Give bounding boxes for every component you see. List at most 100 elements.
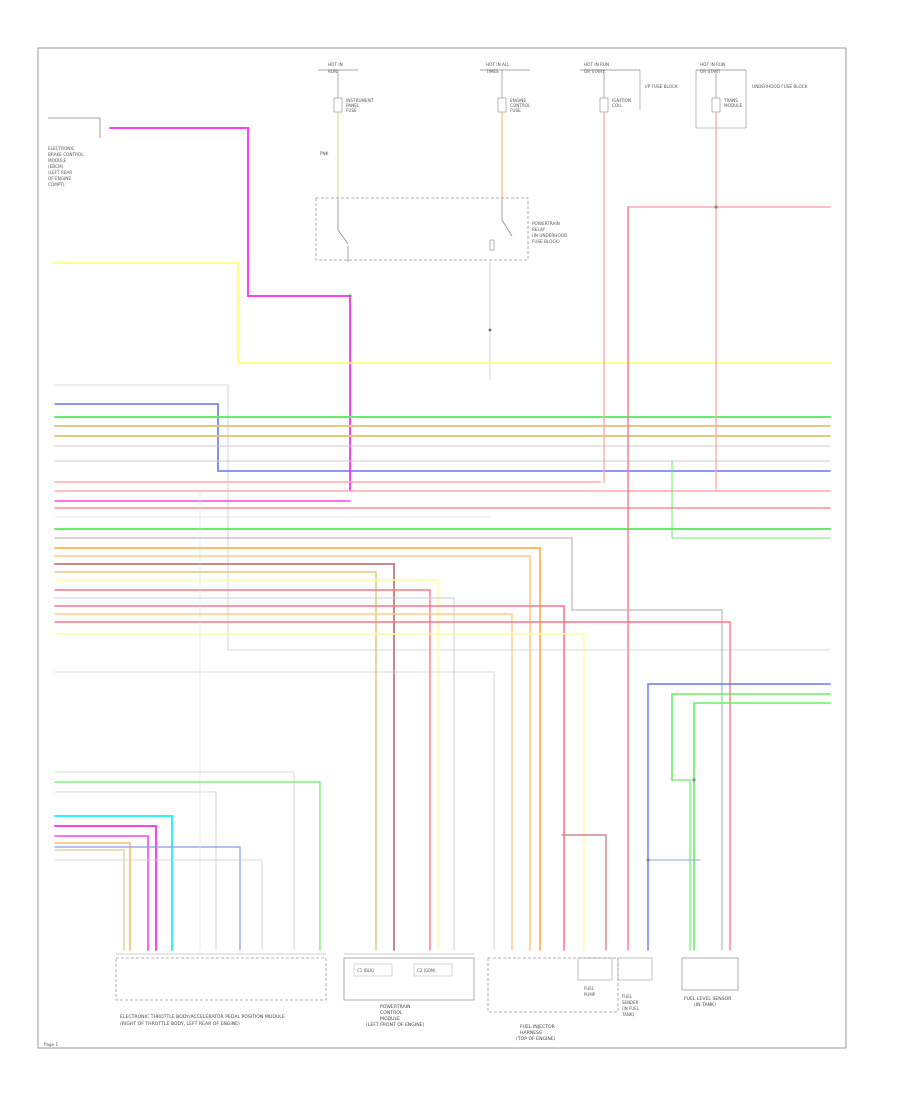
fuse-2-l3: FUSE	[510, 108, 521, 113]
wire-gray-5	[54, 671, 495, 951]
supply-4-line2: OR START	[700, 69, 721, 74]
fuse-block-note-1: I/P FUSE BLOCK	[645, 84, 678, 89]
fuel-pump-label-2: PUMP	[584, 992, 596, 997]
fuse-1-l1: INSTRUMENT	[346, 98, 374, 103]
pcm-label-4: (LEFT FRONT OF ENGINE)	[366, 1022, 425, 1028]
supply-1-line1: HOT IN	[328, 62, 343, 67]
page-label: Page 1	[44, 1042, 58, 1047]
wire-gray-3	[54, 537, 723, 951]
fuse-block-note-2: UNDERHOOD FUSE BLOCK	[752, 84, 808, 89]
ebcm-connector: ELECTRONIC BRAKE CONTROL MODULE (EBCM) (…	[48, 117, 101, 187]
wire-tan-3	[54, 571, 377, 951]
wire-gray-4	[54, 597, 455, 951]
wire-pink-4	[54, 605, 565, 951]
relay-label-4: FUSE BLOCK)	[532, 239, 560, 244]
supply-2-line1: HOT IN ALL	[486, 62, 510, 67]
ebcm-label-6: OF ENGINE	[48, 176, 71, 181]
pcm-conn-b: C2 (GRN)	[417, 968, 436, 973]
fuel-sender-label-4: TANK)	[621, 1012, 634, 1017]
wire-yellow-2	[54, 579, 439, 951]
fuel-sender-label-3: (IN FUEL	[622, 1006, 640, 1011]
wire-gray-bracket	[54, 384, 831, 651]
ebcm-label-5: (LEFT REAR	[48, 170, 72, 175]
wire-gray-sg1	[54, 771, 295, 951]
relay-label-1: POWERTRAIN	[532, 221, 560, 226]
top-supply-area: HOT IN RUN INSTRUMENT PANEL FUSE PNK HOT…	[318, 62, 808, 200]
splice-points	[348, 205, 718, 862]
fuel-level-label-2: (IN TANK)	[694, 1002, 716, 1008]
ebcm-label-2: BRAKE CONTROL	[48, 152, 84, 157]
throttle-body-label-2: (RIGHT OF THROTTLE BODY, LEFT REAR OF EN…	[120, 1021, 240, 1027]
wire-pink-ebcm	[109, 127, 351, 491]
fuel-level-label-1: FUEL LEVEL SENSOR	[684, 996, 732, 1002]
pcm-label-1: POWERTRAIN	[380, 1004, 410, 1010]
fuse-1-l3: FUSE	[346, 108, 357, 113]
fuse-3-l2: COIL	[612, 103, 622, 108]
supply-4-line1: HOT IN RUN	[700, 62, 725, 67]
wire-code-1: PNK	[320, 151, 329, 156]
bottom-components: ELECTRONIC THROTTLE BODY/ACCELERATOR PED…	[115, 953, 739, 1042]
wire-gray-sg2	[54, 791, 217, 951]
injector-harness-box	[487, 957, 619, 1013]
wire-green-sg	[54, 781, 321, 951]
wire-green-r3	[671, 779, 691, 951]
supply-1-line2: RUN	[328, 69, 337, 74]
injector-label-2: HARNESS	[520, 1030, 542, 1036]
wire-pink-sg	[54, 825, 157, 951]
wire-cyan-sg	[54, 815, 173, 951]
wire-blue-right	[647, 683, 831, 951]
powertrain-relay: POWERTRAIN RELAY (IN UNDERHOOD FUSE BLOC…	[315, 197, 567, 380]
fuse-3-icon	[599, 97, 609, 113]
wire-blue-sg	[54, 846, 241, 951]
wire-red-3	[54, 589, 431, 951]
wire-gray-sg3	[54, 859, 263, 951]
fuse-1-icon	[333, 97, 343, 113]
fuse-4-l2: MODULE	[724, 103, 743, 108]
wire-green-r2	[693, 702, 831, 951]
relay-label-3: (IN UNDERHOOD	[532, 233, 567, 238]
throttle-body-label-1: ELECTRONIC THROTTLE BODY/ACCELERATOR PED…	[120, 1014, 285, 1020]
pcm-label-3: MODULE	[380, 1016, 400, 1022]
wire-orange-2	[54, 555, 531, 951]
wires	[54, 111, 831, 951]
fuse-2-l1: ENGINE	[510, 98, 526, 103]
fuel-pump-label-1: FUEL	[584, 986, 595, 991]
wire-blue	[54, 403, 831, 472]
injector-label-3: (TOP OF ENGINE)	[516, 1036, 556, 1042]
wire-yellow-3	[54, 633, 585, 951]
throttle-body-box	[115, 957, 327, 1001]
wire-brown-1	[54, 563, 395, 951]
ebcm-label-4: (EBCM)	[48, 164, 64, 169]
injector-label-1: FUEL INJECTOR	[520, 1024, 556, 1030]
ebcm-label-7: COMPT)	[48, 182, 65, 187]
wire-brown-fp	[561, 834, 607, 951]
pcm-box	[343, 957, 475, 1001]
wire-green-right	[671, 460, 831, 539]
wire-pink2-sg	[54, 835, 149, 951]
fuse-4-icon	[711, 97, 721, 113]
supply-2-line2: TIMES	[485, 69, 499, 74]
wire-orange-1	[54, 547, 541, 951]
fuel-sender-label-2: SENDER	[622, 1000, 639, 1005]
fuel-sender-label-1: FUEL	[622, 994, 633, 999]
supply-3-line1: HOT IN RUN	[584, 62, 609, 67]
diagram-frame	[37, 47, 847, 1049]
relay-label-2: RELAY	[532, 227, 546, 232]
pcm-label-2: CONTROL	[380, 1010, 403, 1016]
ebcm-label-3: MODULE	[48, 158, 67, 163]
wire-peach-1	[54, 613, 513, 951]
wire-green-r1	[671, 693, 831, 781]
wire-yellow-main	[54, 262, 831, 364]
pcm-conn-a: C1 (BLK)	[357, 968, 375, 973]
wire-tan2-sg	[54, 849, 125, 951]
fuel-sender-box	[617, 957, 653, 981]
fuse-2-icon	[497, 97, 507, 113]
fuel-pump-box	[577, 957, 613, 981]
wire-tan-sg	[54, 842, 131, 951]
fuse-1-l2: PANEL	[346, 103, 360, 108]
fuel-level-box	[681, 957, 739, 991]
fuse-3-l1: IGNITION	[612, 98, 631, 103]
wire-red-4	[54, 621, 731, 951]
fuse-4-l1: TRANS	[723, 98, 738, 103]
